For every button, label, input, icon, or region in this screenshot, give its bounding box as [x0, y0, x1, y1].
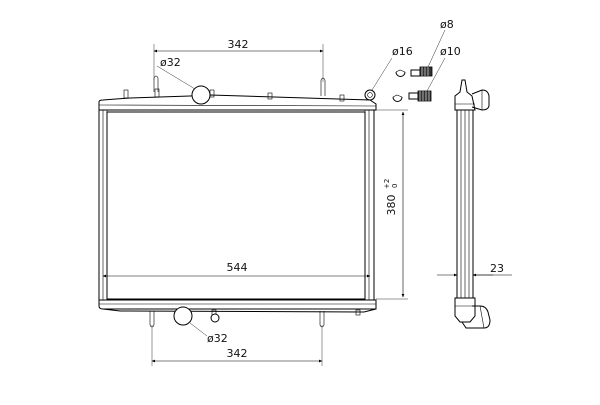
top-inlet	[191, 85, 211, 105]
top-inlet-label: ø32	[160, 56, 181, 69]
side-bottom-outlet	[461, 305, 491, 329]
core-height-tol-minus: 0	[391, 184, 399, 188]
top-tank	[98, 75, 377, 111]
bottom-tank	[98, 299, 377, 328]
dimension-bottom-spacing: 342	[151, 325, 323, 366]
right-side-channel	[364, 110, 375, 300]
clip-parts: ø8 ø10	[392, 18, 461, 102]
clip-large-icon	[417, 90, 432, 102]
drain-plug	[210, 313, 220, 323]
side-top-inlet	[471, 89, 490, 111]
dimension-core-height: 380 +2 0	[376, 109, 408, 300]
side-view: 23	[437, 79, 512, 329]
left-side-channel	[98, 110, 108, 300]
clip-small-label: ø8	[440, 18, 454, 31]
core-height-label: 380	[385, 195, 398, 216]
clip-ring-bottom	[392, 96, 403, 102]
bottom-outlet-label: ø32	[207, 332, 228, 345]
dimension-top-inlet: ø32	[156, 56, 196, 90]
clip-ring-top	[395, 71, 406, 77]
bottom-spacing-label: 342	[227, 347, 248, 360]
clip-small-icon	[419, 66, 433, 77]
bottom-outlet	[173, 306, 193, 326]
front-view	[98, 75, 377, 328]
core-width-label: 544	[227, 261, 248, 274]
top-spacing-label: 342	[228, 38, 249, 51]
dimension-bottom-outlet: ø32	[189, 322, 228, 345]
dimension-sensor-port: ø16	[371, 45, 413, 91]
sensor-port-label: ø16	[392, 45, 413, 58]
sensor-port	[364, 89, 376, 101]
dimension-top-spacing: 342	[153, 38, 324, 82]
side-depth-label: 23	[490, 262, 504, 275]
clip-large-label: ø10	[440, 45, 461, 58]
dimension-core-width: 544	[102, 261, 371, 278]
core-height-tol-plus: +2	[383, 179, 391, 189]
